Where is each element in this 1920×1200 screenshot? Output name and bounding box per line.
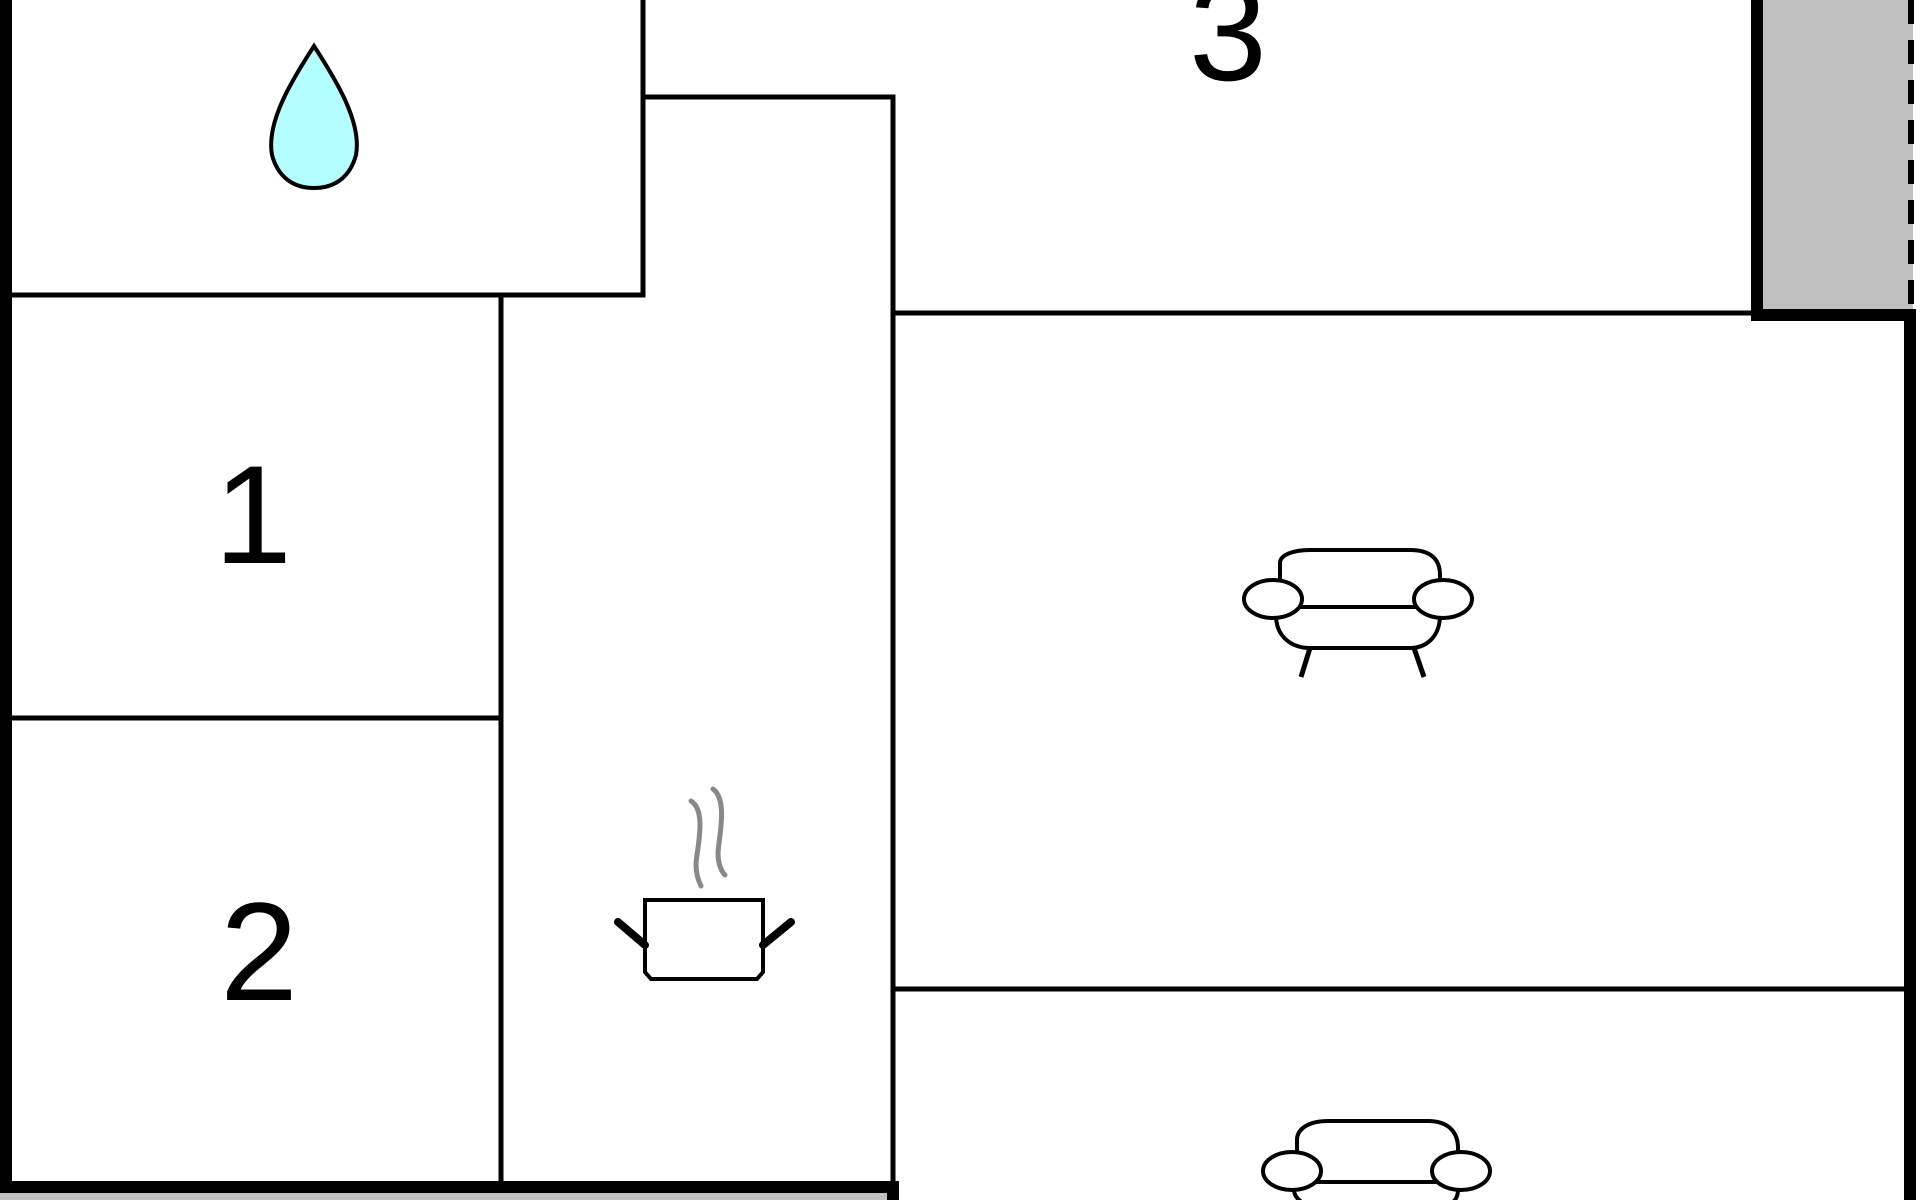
water-drop-icon [269, 42, 359, 191]
room-label-1: 1 [214, 436, 292, 593]
interior-walls [10, 0, 1910, 1187]
sofa-icon [1242, 548, 1474, 678]
terrace-area [1757, 0, 1913, 312]
room-label-3: 3 [1189, 0, 1267, 110]
cooking-pot-icon [614, 786, 795, 981]
room-label-2: 2 [220, 873, 298, 1030]
kitchen-wall [643, 94, 896, 1187]
right-exterior-wall [1751, 0, 1916, 1200]
bottom-exterior-wall [0, 1181, 899, 1200]
sofa-icon-2 [1261, 1119, 1492, 1200]
